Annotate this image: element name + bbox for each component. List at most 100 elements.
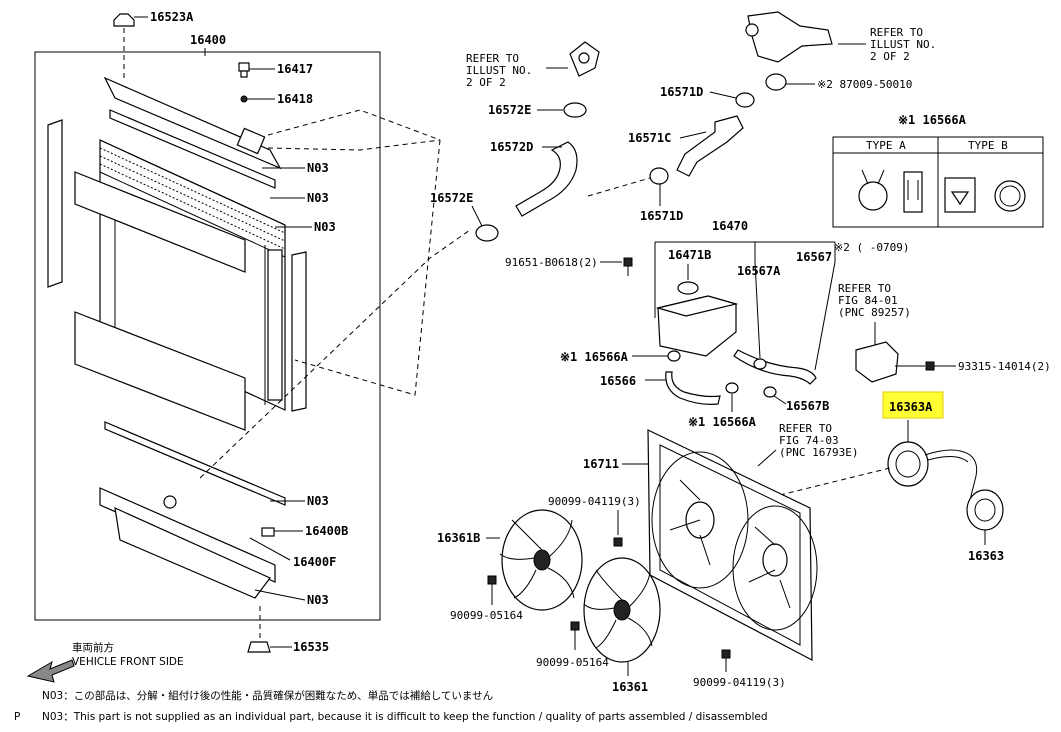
hose-16572D[interactable]	[515, 141, 578, 217]
ref-fig74-line1[interactable]: REFER TO	[779, 422, 832, 435]
water-outlet-pipe	[745, 11, 833, 63]
label-16361B[interactable]: 16361B	[437, 531, 480, 545]
fan-16361[interactable]	[583, 557, 661, 663]
label-87009-50010[interactable]: ※2 87009-50010	[817, 78, 912, 91]
bolt-90099-05164-2[interactable]	[570, 621, 580, 631]
oring-16418[interactable]	[240, 95, 248, 103]
ref-fig74-line3[interactable]: (PNC 16793E)	[779, 446, 858, 459]
bolt-90099-04119-2[interactable]	[721, 649, 731, 659]
front-label-jp: 車両前方	[72, 641, 114, 654]
radiator-support-lower	[74, 311, 246, 431]
bolt-90099-05164-1[interactable]	[487, 575, 497, 585]
label-16567[interactable]: 16567	[796, 250, 832, 264]
hose-16571C[interactable]	[676, 115, 744, 177]
clamp-16567B[interactable]	[763, 386, 777, 398]
label-16363A[interactable]: 16363A	[889, 400, 933, 414]
bolt-91651-B0618[interactable]	[623, 257, 633, 276]
label-16566A-1[interactable]: ※1 16566A	[560, 350, 629, 364]
ref-illust-1-line3[interactable]: 2 OF 2	[466, 76, 506, 89]
ref-illust-1-line2[interactable]: ILLUST NO.	[466, 64, 532, 77]
label-n03-4[interactable]: N03	[307, 494, 329, 508]
bolt-90099-04119-1[interactable]	[613, 537, 623, 547]
radiator-lower-tank	[99, 487, 276, 599]
label-16566[interactable]: 16566	[600, 374, 636, 388]
label-16470[interactable]: 16470	[712, 219, 748, 233]
clamp-16572E-upper[interactable]	[563, 102, 587, 118]
label-16567A[interactable]: 16567A	[737, 264, 781, 278]
label-90099-05164-1[interactable]: 90099-05164	[450, 609, 523, 622]
clamp-type-a-icon	[858, 169, 923, 213]
ref-fig74-line2[interactable]: FIG 74-03	[779, 434, 839, 447]
label-16572D[interactable]: 16572D	[490, 140, 533, 154]
label-n03-5[interactable]: N03	[307, 593, 329, 607]
fan-motor-16363A[interactable]	[887, 441, 978, 501]
label-91651-B0618[interactable]: 91651-B0618(2)	[505, 256, 598, 269]
label-16400[interactable]: 16400	[190, 33, 226, 47]
label-16567B[interactable]: 16567B	[786, 399, 829, 413]
label-n03-3[interactable]: N03	[314, 220, 336, 234]
label-16535[interactable]: 16535	[293, 640, 329, 654]
type-b-label: TYPE B	[968, 139, 1008, 152]
water-inlet-16572	[569, 41, 600, 77]
label-16361[interactable]: 16361	[612, 680, 648, 694]
type-a-label: TYPE A	[866, 139, 906, 152]
reservoir-tank-16470[interactable]	[655, 281, 739, 357]
label-16418[interactable]: 16418	[277, 92, 313, 106]
page-mark: P	[14, 711, 20, 723]
ref-fig84-line3[interactable]: (PNC 89257)	[838, 306, 911, 319]
label-16566A-2[interactable]: ※1 16566A	[688, 415, 757, 429]
fan-shroud-16711[interactable]	[647, 429, 818, 661]
drain-cock-16400B[interactable]	[261, 527, 275, 537]
note-n03-jp: N03：この部品は、分解・組付け後の性能・品質確保が困難なため、単品では補給して…	[42, 689, 493, 702]
clamp-16566A-1[interactable]	[667, 350, 681, 362]
note-production-date: ※2 ( -0709)	[834, 241, 909, 254]
clamp-16572E-lower[interactable]	[475, 224, 499, 242]
cushion-16535[interactable]	[247, 641, 271, 653]
label-16471B[interactable]: 16471B	[668, 248, 711, 262]
radiator-lower-gasket	[104, 421, 286, 506]
label-16400F[interactable]: 16400F	[293, 555, 336, 569]
label-16572E-2[interactable]: 16572E	[430, 191, 473, 205]
label-16363[interactable]: 16363	[968, 549, 1004, 563]
ref-fig84-line2[interactable]: FIG 84-01	[838, 294, 898, 307]
label-n03-1[interactable]: N03	[307, 161, 329, 175]
ref-illust-2-line1[interactable]: REFER TO	[870, 26, 923, 39]
label-16523A[interactable]: 16523A	[150, 10, 194, 24]
label-16566A-type-box[interactable]: ※1 16566A	[898, 113, 967, 127]
bolt-93315-14014[interactable]	[925, 361, 935, 371]
ref-illust-2-line2[interactable]: ILLUST NO.	[870, 38, 936, 51]
radiator-group-box	[34, 51, 381, 621]
drain-plug-16417[interactable]	[238, 62, 250, 78]
radiator-side-plate-left	[47, 119, 63, 288]
clamp-87009-50010[interactable]	[765, 73, 787, 91]
front-arrow-icon	[26, 659, 75, 683]
label-16571C[interactable]: 16571C	[628, 131, 671, 145]
label-16571D-1[interactable]: 16571D	[660, 85, 703, 99]
hose-16567[interactable]	[733, 349, 817, 385]
clamp-16571D-upper[interactable]	[735, 92, 755, 108]
fan-motor-16363[interactable]	[966, 489, 1004, 531]
radiator-cap-16523A[interactable]	[113, 13, 148, 27]
label-93315-14014[interactable]: 93315-14014(2)	[958, 360, 1051, 373]
hose-16566[interactable]	[665, 371, 721, 405]
ref-illust-2-line3[interactable]: 2 OF 2	[870, 50, 910, 63]
ref-illust-1-line1[interactable]: REFER TO	[466, 52, 519, 65]
label-16572E-1[interactable]: 16572E	[488, 103, 531, 117]
label-n03-2[interactable]: N03	[307, 191, 329, 205]
label-90099-04119-2[interactable]: 90099-04119(3)	[693, 676, 786, 689]
clamp-16567A[interactable]	[753, 358, 767, 370]
label-16571D-2[interactable]: 16571D	[640, 209, 683, 223]
fan-16361B[interactable]	[499, 509, 583, 611]
clamp-16571D-lower[interactable]	[649, 167, 669, 185]
label-90099-05164-2[interactable]: 90099-05164	[536, 656, 609, 669]
ref-fig84-line1[interactable]: REFER TO	[838, 282, 891, 295]
label-90099-04119-1[interactable]: 90099-04119(3)	[548, 495, 641, 508]
highlight-16363A	[882, 391, 944, 419]
radiator-support-upper	[74, 171, 246, 273]
label-16400B[interactable]: 16400B	[305, 524, 348, 538]
clamp-16566A-2[interactable]	[725, 382, 739, 394]
label-16417[interactable]: 16417	[277, 62, 313, 76]
front-label-en: VEHICLE FRONT SIDE	[72, 656, 184, 668]
label-16711[interactable]: 16711	[583, 457, 619, 471]
